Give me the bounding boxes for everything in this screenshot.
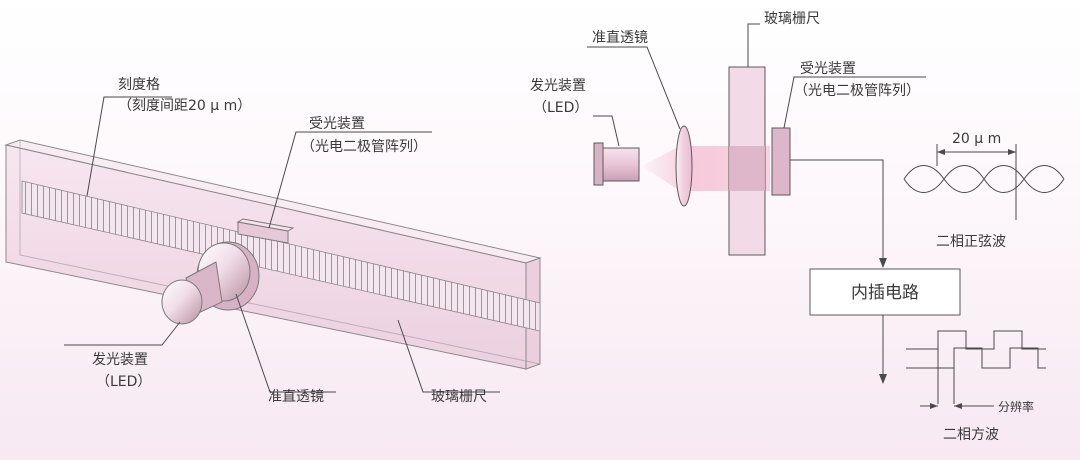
resolution-dimension: [920, 403, 994, 409]
square-label: 二相方波: [943, 427, 999, 443]
receiver-sub-right: （光电二极管阵列）: [794, 83, 920, 99]
photodiode-array: [771, 127, 791, 196]
emitter-sub-right: （LED）: [533, 100, 588, 116]
receiver-sub-left: （光电二极管阵列）: [301, 139, 427, 155]
left-leaders: [64, 96, 500, 393]
led-emitter-3d: [161, 261, 223, 325]
circuit-label: 内插电路: [851, 283, 919, 303]
sine-label: 二相正弦波: [936, 234, 1006, 250]
emitter-label-right: 发光装置: [530, 78, 586, 94]
led-emitter: [593, 142, 640, 186]
interpolation-circuit-box: [809, 268, 961, 316]
right-leaders: [587, 23, 926, 147]
emitter-sub-left: （LED）: [96, 374, 151, 390]
scale-grid-sub: （刻度间距20 μ m）: [118, 98, 251, 114]
lens-label-left: 准直透镜: [268, 388, 324, 405]
lens-label-right: 准直透镜: [592, 29, 648, 46]
sine-waves: [903, 165, 1065, 193]
collimator-lens: [675, 125, 693, 207]
receiver-label-left: 受光装置: [309, 116, 365, 132]
glass-scale-label-left: 玻璃栅尺: [431, 388, 487, 405]
glass-scale: [728, 66, 766, 256]
period-label: 20 μ m: [952, 131, 1001, 147]
emitter-label-left: 发光装置: [92, 352, 148, 368]
glass-scale-label-right: 玻璃栅尺: [764, 10, 820, 27]
output-arrow: [879, 374, 887, 384]
signal-arrow: [879, 258, 887, 268]
signal-line: [790, 159, 884, 262]
receiver-label-right: 受光装置: [800, 61, 856, 77]
square-waves: [906, 330, 1046, 404]
resolution-label: 分辨率: [998, 399, 1034, 414]
period-dimension: [936, 144, 1017, 220]
receiver-block-3d: [236, 218, 295, 244]
scale-grid-label: 刻度格: [118, 77, 160, 93]
